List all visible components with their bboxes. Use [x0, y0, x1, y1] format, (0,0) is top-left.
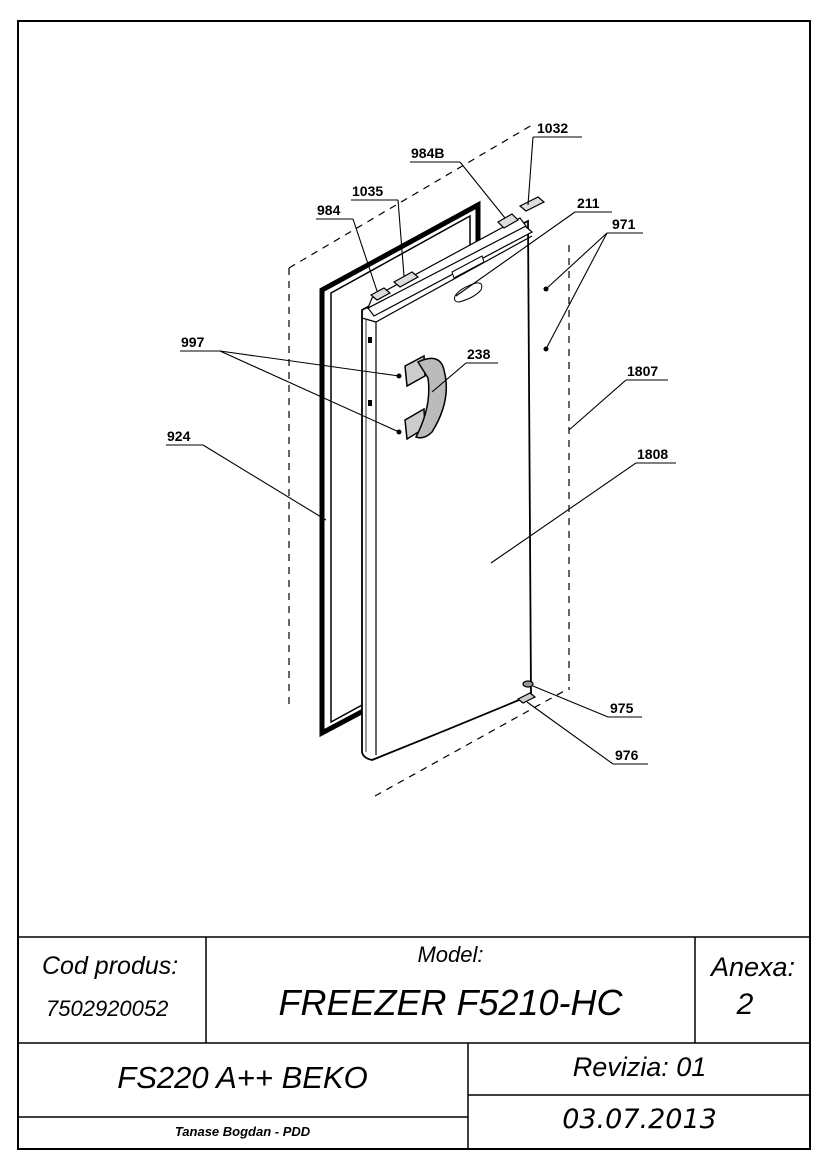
callout-labels: 1032 984B 211 1035 984 971 997 238 1807 … [167, 120, 668, 763]
door-handle [404, 354, 447, 441]
bottom-hinge-parts [516, 680, 537, 704]
top-plugs [369, 196, 546, 301]
callout-975: 975 [610, 700, 634, 716]
leader-lines [166, 136, 676, 765]
title-block-grid [17, 936, 811, 1150]
anexa-label: Anexa: [710, 952, 796, 982]
callout-976: 976 [615, 747, 639, 763]
callout-1808: 1808 [637, 446, 668, 462]
cod-produs-value: 7502920052 [46, 996, 169, 1021]
callout-1035: 1035 [352, 183, 383, 199]
door-panel [361, 217, 534, 761]
callout-1032: 1032 [537, 120, 568, 136]
drawing-frame [17, 20, 811, 1150]
callout-924: 924 [167, 428, 191, 444]
anexa-value: 2 [736, 988, 754, 1021]
callout-984: 984 [317, 202, 341, 218]
callout-997: 997 [181, 334, 205, 350]
product-name: FS220 A++ BEKO [117, 1060, 368, 1095]
cod-produs-label: Cod produs: [42, 952, 179, 980]
callout-971: 971 [612, 216, 636, 232]
model-value: FREEZER F5210-HC [278, 982, 623, 1023]
callout-1807: 1807 [627, 363, 658, 379]
callout-211: 211 [577, 195, 600, 211]
revision: Revizia: 01 [572, 1052, 707, 1082]
callout-238: 238 [467, 346, 491, 362]
revision-date: 03.07.2013 [562, 1104, 717, 1135]
author: Tanase Bogdan - PDD [174, 1124, 311, 1139]
callout-984b: 984B [411, 145, 444, 161]
model-label: Model: [417, 942, 484, 967]
